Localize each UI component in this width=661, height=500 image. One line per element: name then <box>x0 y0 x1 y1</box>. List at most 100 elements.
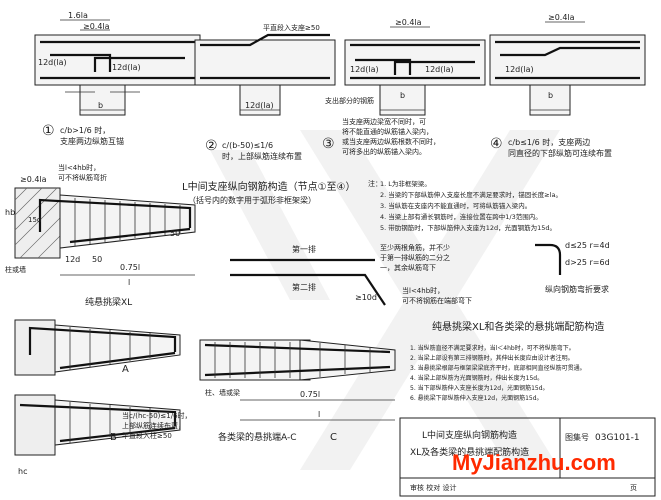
title-block-page-label: 页 <box>630 484 637 492</box>
d4-lap: 12d(la) <box>505 65 534 74</box>
d4-number: ④ <box>490 136 503 152</box>
d3-lap-right: 12d(la) <box>425 65 454 74</box>
xl-stirrups <box>74 198 181 246</box>
xl-075l: 0.75l <box>120 263 140 272</box>
xl-50: 50 <box>92 255 102 264</box>
mid-10d: ≥10d <box>355 293 377 302</box>
detail-b-hc: hc <box>18 467 27 476</box>
detail-c-075l: 0.75l <box>300 390 320 399</box>
detail-b-note-3: 平直段入柱≥50 <box>122 431 172 440</box>
d3-b: b <box>400 91 405 100</box>
xl2-note-6: 6. 悬挑梁下部纵筋伸入支座12d，光面钢筋15d。 <box>410 394 543 402</box>
xl-50-right: 50 <box>170 229 180 238</box>
xl-cantilever: 当l<4hb时， 可不将纵筋弯折 ≥0.4la hb 15d 12d 50 <box>5 163 196 308</box>
d1-b: b <box>98 101 103 110</box>
d3-extra: 支出部分的钢筋 <box>325 96 374 105</box>
detail-c-caption: 各类梁的悬挑端A-C <box>218 431 297 443</box>
d4-b: b <box>548 91 553 100</box>
row-2-label: 第二排 <box>292 282 316 292</box>
detail-2: 平直段入支座≥50 12d(la) ② c/(b-50)≤1/6 时，上部纵筋连… <box>194 23 336 161</box>
detail-c-letter: C <box>330 432 337 443</box>
row-1-label: 第一排 <box>292 244 316 254</box>
d2-number: ② <box>205 138 218 154</box>
bar-rows-detail: 第一排 第二排 至少两根角筋，并不少 于第一排纵筋的二分之 一，其余纵筋弯下 ≥… <box>230 243 472 306</box>
note-5: 5. 带肋钢筋时，下部纵筋伸入支座为12d，光面钢筋为15d。 <box>380 223 556 232</box>
detail-b-note-2: 上部纵筋连续布置， <box>122 421 185 430</box>
d2-caption-2: 时，上部纵筋连续布置 <box>222 151 302 161</box>
notes-block: 注： 1. L为非框架梁。 2. 当梁的下部纵筋伸入支座长度不满足要求时，锚固长… <box>368 179 562 232</box>
mid-note-4: 当l<4hb时， <box>402 286 444 295</box>
site-watermark: MyJianzhu.com <box>452 450 616 475</box>
d1-number: ① <box>42 123 55 139</box>
d3-caption-4: 可将多出的纵筋锚入梁内。 <box>342 147 426 156</box>
xl2-note-3: 3. 当悬挑梁根部与框架梁梁底齐平时，底部相同直径纵筋可贯通。 <box>410 364 586 372</box>
d3-lap-left: 12d(la) <box>350 65 379 74</box>
d1-lap-left: 12d(la) <box>38 58 67 67</box>
mid-note-5: 可不将钢筋在端部弯下 <box>402 296 472 305</box>
d4-caption-1: c/b≤1/6 时，支座两边 <box>508 137 590 147</box>
xl-15d: 15d <box>28 216 41 224</box>
xl-l: l <box>128 278 130 287</box>
background-watermark-shape <box>210 130 560 470</box>
d3-caption-1: 当支座两边梁宽不同时，可 <box>342 117 426 126</box>
title-block-atlas-label: 图集号 <box>565 432 589 442</box>
detail-1: 1.6la ≥0.4la 12d(la) 12d(la) b ① c/b>1/6… <box>34 11 201 146</box>
note-3: 3. 当纵筋在支座内不能直通时，可将纵筋锚入梁内。 <box>380 201 531 210</box>
xl2-note-4: 4. 当梁上部纵筋为光面钢筋时，伸出长度为15d。 <box>410 374 543 382</box>
xl-top-note-1: 当l<4hb时， <box>58 163 100 172</box>
detail-c: 柱、墙或梁 0.75l l C 各类梁的悬挑端A-C <box>199 339 396 443</box>
title-block-atlas-number: 03G101-1 <box>595 433 640 443</box>
xl-column-label: 柱或墙 <box>5 265 26 274</box>
d3-number: ③ <box>322 136 335 152</box>
d2-note: 平直段入支座≥50 <box>263 23 320 32</box>
xl-column-hatch <box>14 187 61 259</box>
d3-anchor-dim: ≥0.4la <box>395 18 422 27</box>
xl2-note-2: 2. 当梁上部设有第三排钢筋时，其伸出长度应由设计者注明。 <box>410 354 574 362</box>
xl-top-note-2: 可不将纵筋弯折 <box>58 173 107 182</box>
xl2-notes: 1. 当纵筋直径不满足要求时，当l＜4hb时，可不将纵筋弯下。 2. 当梁上部设… <box>410 344 586 402</box>
d1-top-dim: 1.6la <box>68 11 88 20</box>
note-1: 1. L为非框架梁。 <box>380 179 431 188</box>
mid-note-3: 一，其余纵筋弯下 <box>380 263 436 272</box>
d3-caption-3: 或当支座两边纵筋根数不同时， <box>342 137 440 146</box>
xl-top-dim: ≥0.4la <box>20 175 47 184</box>
detail-c-l: l <box>318 410 320 419</box>
detail-b: hc B 当c/(hc-50)≤1/6时， 上部纵筋连续布置， 平直段入柱≥50 <box>14 394 192 476</box>
mid-note-2: 于第一排纵筋的二分之 <box>380 253 450 262</box>
d3-caption-2: 将不能直通的纵筋锚入梁内， <box>342 127 433 136</box>
detail-c-col: 柱、墙或梁 <box>205 388 240 397</box>
bend-rule-1: d≤25 r=4d <box>565 241 610 250</box>
xl2-note-5: 5. 当下部纵筋伸入支座长度为12d，光面钢筋15d。 <box>410 384 549 392</box>
xl2-title: 纯悬挑梁XL和各类梁的悬挑端配筋构造 <box>432 320 604 333</box>
detail-4: ≥0.4la 12d(la) b ④ c/b≤1/6 时，支座两边 同直径的下部… <box>489 13 646 158</box>
xl-12d: 12d <box>65 255 80 264</box>
detail-b-stirrups <box>69 402 151 443</box>
mid-note-1: 至少两根角筋，并不少 <box>380 243 450 252</box>
detail-c-stirrups <box>214 342 371 378</box>
d1-anchor-dim: ≥0.4la <box>83 22 110 31</box>
d2-lap: 12d(la) <box>245 101 274 110</box>
title-block-title-2: XL及各类梁的悬挑端配筋构造 <box>410 446 529 458</box>
title-block-title-1: L中间支座纵向钢筋构造 <box>422 429 517 441</box>
title-block-sign-row: 审核 校对 设计 <box>410 483 456 492</box>
detail-b-note-1: 当c/(hc-50)≤1/6时， <box>122 411 192 420</box>
bend-title: 纵向钢筋弯折要求 <box>545 284 609 294</box>
bend-detail: d≤25 r=4d d>25 r=6d 纵向钢筋弯折要求 <box>535 241 610 294</box>
note-2: 2. 当梁的下部纵筋伸入支座长度不满足要求时，锚固长度≥la。 <box>380 190 562 199</box>
d1-caption-2: 支座两边纵筋互锚 <box>60 136 124 146</box>
xl-hb: hb <box>5 208 15 217</box>
title-block: L中间支座纵向钢筋构造 XL及各类梁的悬挑端配筋构造 图集号 03G101-1 … <box>399 417 656 497</box>
note-4: 4. 当梁上部有通长钢筋时，连接位置在跨中1/3范围内。 <box>380 212 542 221</box>
detail-a-stirrups <box>69 327 151 370</box>
xl-title: 纯悬挑梁XL <box>85 296 132 308</box>
center-title: L中间支座纵向钢筋构造（节点①至④） <box>182 180 356 193</box>
d2-caption-1: c/(b-50)≤1/6 <box>222 141 273 150</box>
bend-rule-2: d>25 r=6d <box>565 258 610 267</box>
detail-b-letter: B <box>110 432 117 443</box>
notes-head: 注： <box>368 179 382 188</box>
detail-a-letter: A <box>122 364 129 375</box>
d4-anchor-dim: ≥0.4la <box>548 13 575 22</box>
d1-caption-1: c/b>1/6 时， <box>60 125 110 135</box>
xl2-note-1: 1. 当纵筋直径不满足要求时，当l＜4hb时，可不将纵筋弯下。 <box>410 344 575 352</box>
